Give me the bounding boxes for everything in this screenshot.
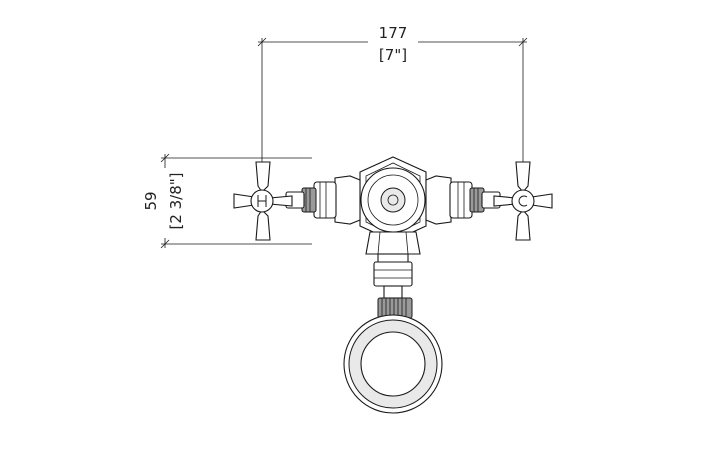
height-mm-label: 59 xyxy=(142,191,160,210)
hot-symbol-icon xyxy=(257,195,267,207)
left-valve-arm xyxy=(285,175,361,225)
height-dimension: 59 [2 3/8"] xyxy=(140,153,312,249)
width-in-label: [7"] xyxy=(379,46,407,64)
width-mm-label: 177 xyxy=(379,24,408,42)
height-in-label: [2 3/8"] xyxy=(167,172,185,229)
right-valve-arm xyxy=(425,175,501,225)
central-hex-body xyxy=(359,156,427,255)
cold-symbol-icon xyxy=(518,195,528,207)
outlet-coupling xyxy=(373,253,413,319)
shower-head xyxy=(343,314,443,414)
width-dimension: 177 [7"] xyxy=(257,24,528,165)
left-cross-handle xyxy=(233,161,293,241)
right-cross-handle xyxy=(493,161,553,241)
